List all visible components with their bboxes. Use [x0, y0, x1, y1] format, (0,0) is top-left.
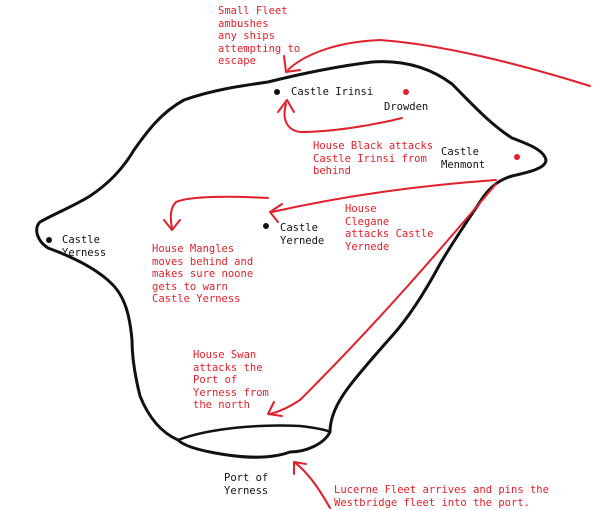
house-clegane-arrow	[271, 179, 497, 213]
castle-menmont-marker	[514, 154, 520, 160]
small-fleet-arrow	[287, 39, 591, 87]
port-harbour-line	[177, 424, 331, 442]
castle-irinsi-marker	[274, 89, 280, 95]
port-of-yerness-label: Port of Yerness	[224, 472, 269, 497]
small-fleet-arrowhead	[283, 55, 301, 73]
small-fleet-annotation: Small Fleet ambushes any ships attemptin…	[218, 5, 301, 67]
lucerne-fleet-arrowhead	[293, 461, 307, 475]
drowden-marker	[403, 89, 409, 95]
castle-yernede-label: Castle Yernede	[280, 222, 325, 247]
house-clegane-arrowhead	[269, 203, 283, 223]
island-coastline	[35, 60, 548, 459]
house-mangles-arrowhead	[163, 219, 181, 231]
house-swan-arrow	[269, 183, 497, 415]
lucerne-fleet-annotation: Lucerne Fleet arrives and pins the Westb…	[334, 484, 549, 509]
house-mangles-annotation: House Mangles moves behind and makes sur…	[152, 243, 254, 305]
castle-yerness-marker	[46, 237, 52, 243]
house-clegane-annotation: House Clegane attacks Castle Yernede	[345, 203, 434, 253]
house-black-arrow	[283, 103, 403, 133]
house-black-arrowhead	[277, 99, 295, 113]
castle-menmont-label: Castle Menmont	[441, 146, 486, 171]
house-black-annotation: House Black attacks Castle Irinsi from b…	[313, 140, 434, 177]
drowden-label: Drowden	[384, 101, 429, 113]
lucerne-fleet-arrow	[293, 461, 331, 509]
house-swan-arrowhead	[267, 401, 283, 417]
house-mangles-arrow	[169, 195, 269, 229]
castle-yernede-marker	[263, 223, 269, 229]
castle-irinsi-label: Castle Irinsi	[291, 86, 374, 98]
castle-yerness-label: Castle Yerness	[62, 234, 107, 259]
house-swan-annotation: House Swan attacks the Port of Yerness f…	[193, 349, 269, 411]
